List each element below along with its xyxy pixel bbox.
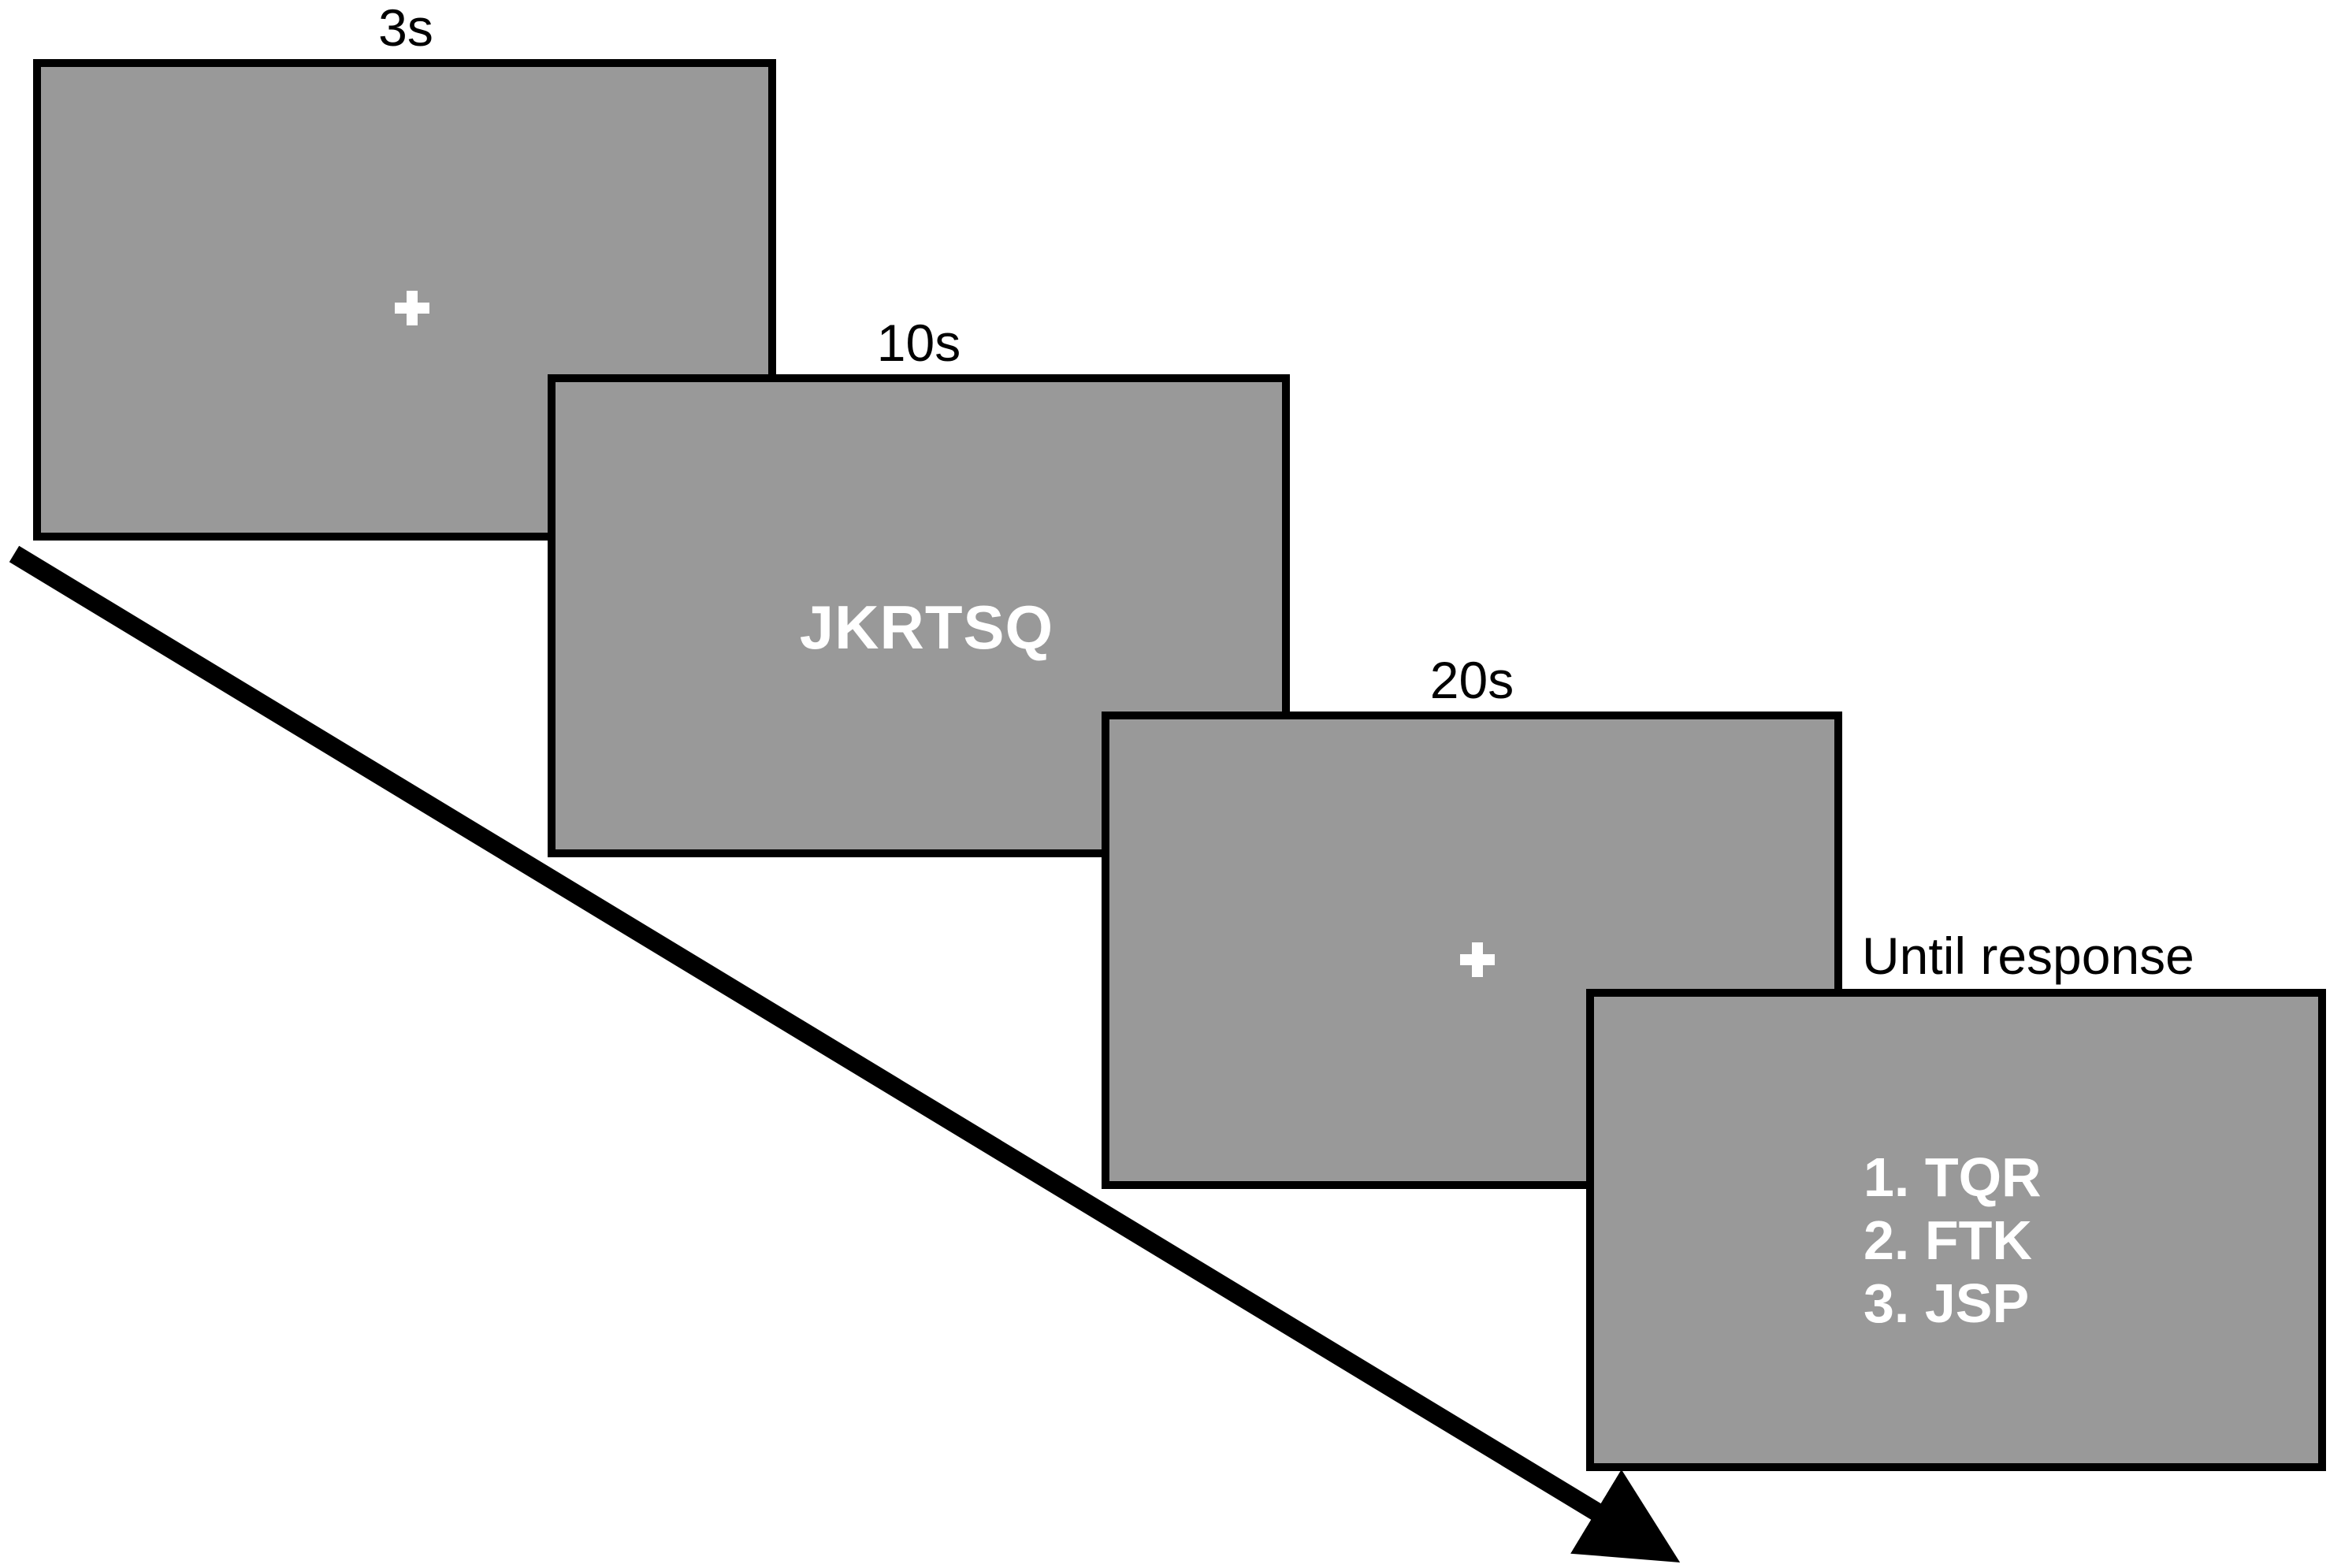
stimulus-letter-string: JKRTSQ — [799, 593, 1054, 662]
fixation-cross-vertical-bar — [407, 291, 418, 325]
duration-label-screen-1: 3s — [378, 0, 433, 57]
fixation-cross-vertical-bar — [1472, 942, 1483, 977]
fixation-cross-icon — [1460, 942, 1495, 977]
response-option-list: 1. TQR 2. FTK 3. JSP — [1864, 1146, 2042, 1335]
duration-label-screen-2: 10s — [876, 314, 961, 372]
response-option-3[interactable]: 3. JSP — [1864, 1272, 2030, 1334]
response-option-2[interactable]: 2. FTK — [1864, 1209, 2032, 1271]
fixation-cross-icon — [395, 291, 429, 325]
duration-label-screen-3: 20s — [1429, 651, 1514, 709]
stimulus-screen-response: 1. TQR 2. FTK 3. JSP — [1586, 989, 2326, 1471]
response-option-1[interactable]: 1. TQR — [1864, 1146, 2042, 1208]
duration-label-screen-4: Until response — [1862, 927, 2194, 985]
